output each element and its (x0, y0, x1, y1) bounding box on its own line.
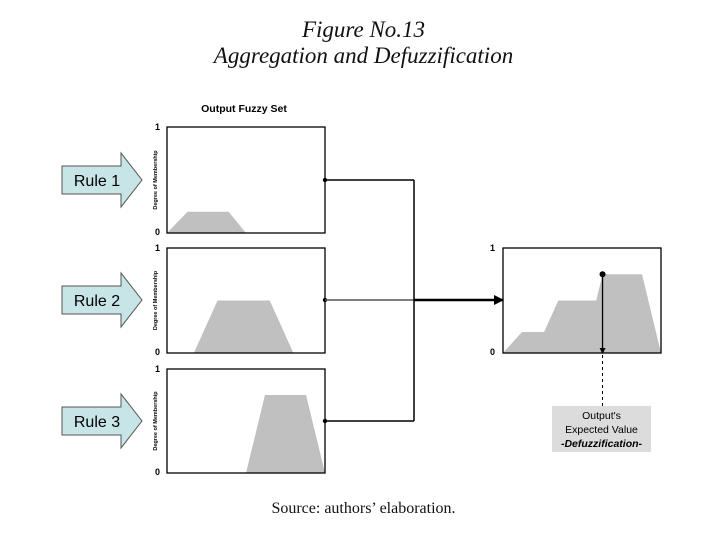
rule-3-y-axis-label: Degree of Membership (153, 391, 159, 451)
figure-title: Figure No.13 (301, 17, 426, 42)
rule-3-fuzzy-set (246, 395, 325, 473)
aggregate-panel: 1 0 (490, 243, 662, 406)
rule-3-y-max: 1 (155, 364, 160, 374)
rule-3-y-min: 0 (155, 467, 160, 477)
rule-1-arrow: Rule 1 (61, 151, 143, 209)
aggregate-fuzzy-set (503, 274, 661, 353)
aggregate-plot-frame (502, 247, 662, 354)
aggregation-connectors (325, 179, 504, 422)
rule-2-label: Rule 2 (74, 293, 120, 310)
rule-3-arrow: Rule 3 (61, 392, 143, 450)
rule-panel-2: Rule 2 1 0 Degree of Membership (61, 243, 328, 357)
rule-arrow-shape (61, 392, 143, 450)
rule-2-y-max: 1 (155, 243, 160, 253)
rule-panel-1: Rule 1 1 0 Degree of Membership (61, 122, 328, 237)
rule-1-label: Rule 1 (74, 173, 120, 190)
result-label-line-1: Output's (582, 410, 621, 422)
figure-subtitle: Aggregation and Defuzzification (213, 43, 514, 68)
rule-1-y-max: 1 (155, 122, 160, 132)
rule-1-y-axis-label: Degree of Membership (153, 150, 159, 210)
rule-2-arrow: Rule 2 (61, 271, 143, 329)
result-label-line-2: Expected Value (565, 424, 638, 436)
result-label-box: Output's Expected Value -Defuzzification… (552, 406, 651, 452)
result-label-background (552, 406, 651, 452)
rule-2-y-axis-label: Degree of Membership (153, 270, 159, 330)
panel-header: Output Fuzzy Set (201, 103, 287, 115)
aggregate-y-max: 1 (490, 243, 495, 253)
rule-1-fuzzy-set (167, 211, 246, 233)
figure-source: Source: authors’ elaboration. (271, 500, 456, 517)
rule-arrow-shape (61, 271, 143, 329)
rule-panel-3: Rule 3 1 0 Degree of Membership (61, 364, 328, 477)
result-label-line-3: -Defuzzification- (561, 438, 643, 450)
rule-arrow-shape (61, 151, 143, 209)
defuzzification-point (599, 271, 606, 278)
rule-3-label: Rule 3 (74, 414, 120, 431)
rule-2-y-min: 0 (155, 347, 160, 357)
aggregate-y-min: 0 (490, 347, 495, 357)
rule-1-y-min: 0 (155, 227, 160, 237)
rule-2-fuzzy-set (193, 300, 294, 353)
